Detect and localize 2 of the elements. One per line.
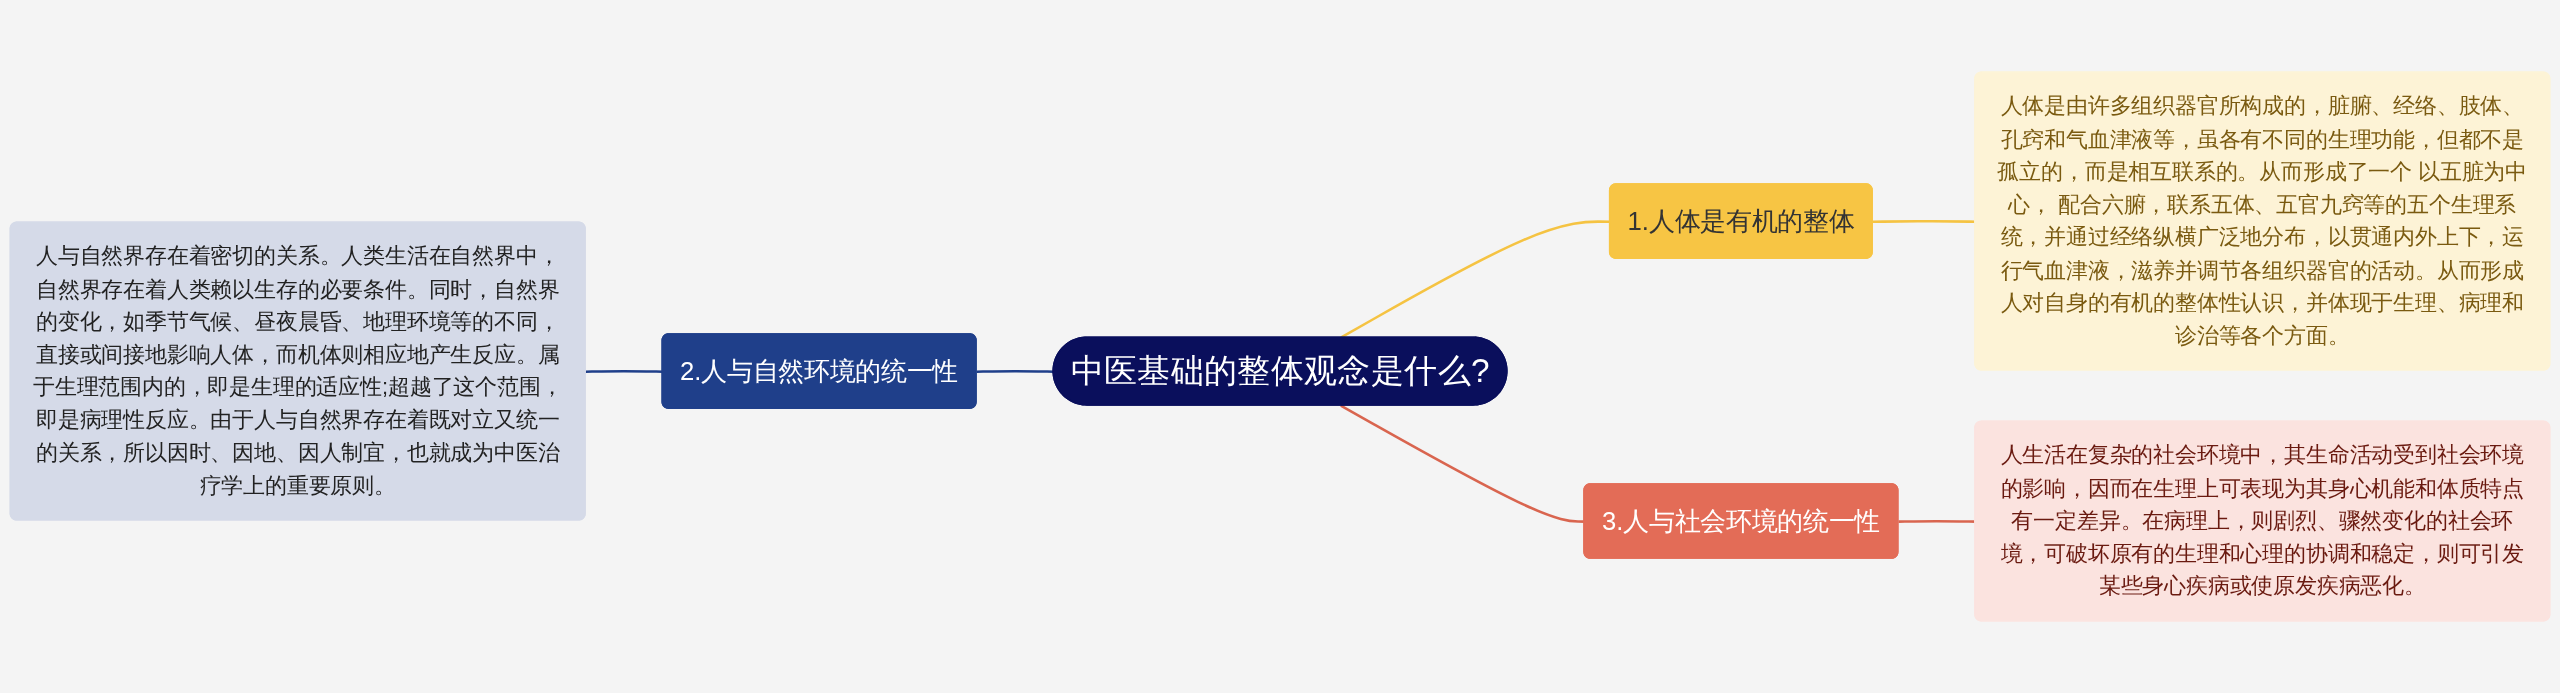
connector [585, 369, 663, 373]
connector [976, 369, 1054, 373]
